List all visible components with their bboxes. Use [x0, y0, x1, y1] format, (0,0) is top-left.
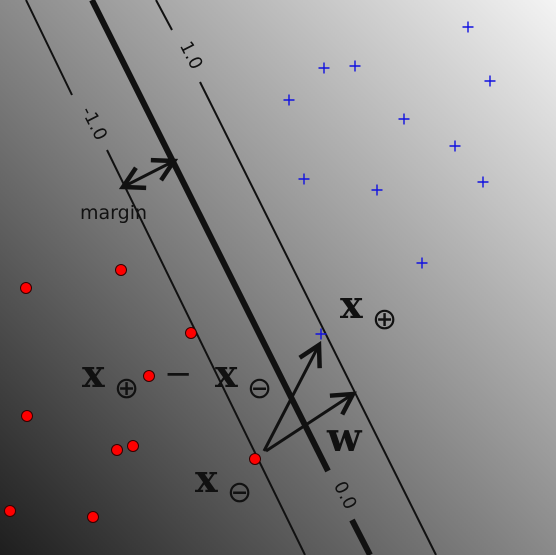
negative-point	[111, 444, 123, 456]
x-plus-letter: x	[340, 282, 363, 327]
positive-point	[462, 21, 474, 33]
negative-point	[143, 370, 155, 382]
decision-boundary-line-lower	[349, 518, 373, 555]
x-plus-subscript: ⊕	[372, 302, 397, 337]
negative-point	[4, 505, 16, 517]
difference-x-minus-letter: x	[215, 351, 238, 396]
negative-point	[115, 264, 127, 276]
w-label: w	[326, 414, 363, 461]
negative-margin-line	[106, 149, 306, 555]
positive-point	[449, 140, 461, 152]
positive-point	[283, 94, 295, 106]
positive-point	[349, 60, 361, 72]
difference-minus-sign: −	[164, 354, 193, 394]
x-minus-letter: x	[195, 456, 218, 501]
positive-margin-line-upper	[155, 0, 173, 31]
difference-x-minus-subscript: ⊖	[247, 371, 272, 406]
margin-label: margin	[80, 202, 147, 224]
decision-boundary-line	[89, 0, 331, 473]
negative-point	[20, 282, 32, 294]
positive-point	[298, 173, 310, 185]
positive-point	[318, 62, 330, 74]
negative-point	[249, 453, 261, 465]
x-minus-label: x ⊖	[195, 456, 252, 510]
margin-arrow	[123, 161, 174, 187]
weight-vector-arrow	[265, 394, 353, 453]
positive-point	[484, 75, 496, 87]
x-minus-subscript: ⊖	[227, 475, 252, 510]
difference-x-plus-letter: x	[82, 351, 105, 396]
negative-point	[185, 327, 197, 339]
negative-point	[21, 410, 33, 422]
positive-point	[477, 176, 489, 188]
x-plus-label: x ⊕	[340, 282, 397, 337]
difference-x-plus-subscript: ⊕	[114, 371, 139, 406]
difference-vector-arrow	[262, 345, 319, 452]
negative-point	[87, 511, 99, 523]
negative-margin-line-upper	[25, 0, 73, 96]
positive-point	[416, 257, 428, 269]
positive-point	[315, 328, 327, 340]
positive-point	[371, 184, 383, 196]
negative-point	[127, 440, 139, 452]
positive-point	[398, 113, 410, 125]
positive-class-points	[283, 21, 496, 340]
negative-class-points	[4, 264, 261, 523]
positive-margin-line	[199, 81, 437, 555]
difference-label: x ⊕ − x ⊖	[82, 351, 272, 406]
